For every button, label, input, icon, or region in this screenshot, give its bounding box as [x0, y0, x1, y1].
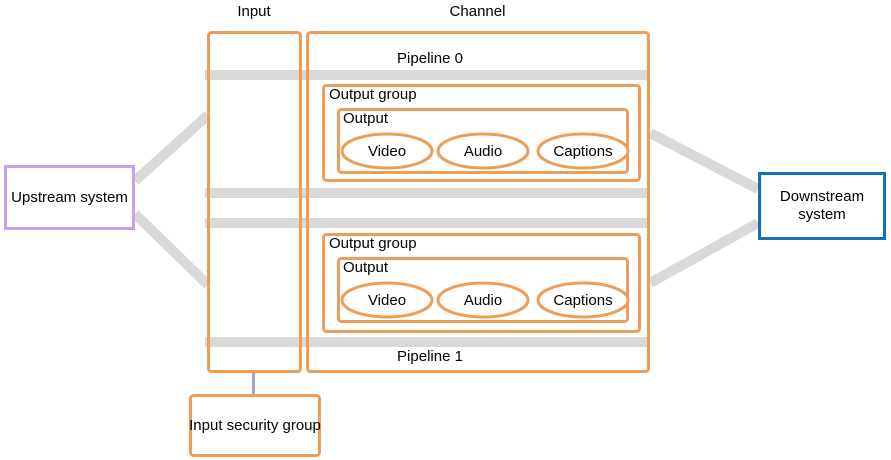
captions-0-label: Captions: [553, 143, 613, 160]
upstream-system-box: [4, 165, 135, 230]
audio-node-0: [436, 132, 530, 170]
channel-box: [306, 31, 650, 373]
upstream-system-label: Upstream system: [11, 188, 128, 206]
captions-node-1: [536, 281, 630, 319]
flow-line-upstream-to-input-bottom: [131, 210, 212, 289]
channel-label: Channel: [449, 3, 506, 20]
output-group-1-box: [322, 233, 641, 333]
video-1-label: Video: [367, 292, 407, 309]
video-0-label: Video: [367, 143, 407, 160]
input-security-group-box: [189, 394, 321, 457]
captions-node-0: [536, 132, 630, 170]
pipeline-0-label: Pipeline 0: [397, 50, 463, 67]
output-0-box: [337, 108, 629, 174]
video-node-1: [340, 281, 434, 319]
input-security-group-label: Input security group: [189, 416, 321, 434]
input-label: Input: [237, 3, 271, 20]
flow-line-upstream-to-input-top: [131, 111, 212, 185]
input-box: [207, 31, 302, 373]
flow-line-outputgroup1-to-downstream: [647, 218, 761, 288]
video-node-0: [340, 132, 434, 170]
downstream-system-box: [758, 172, 886, 240]
output-0-label: Output: [343, 110, 389, 127]
output-group-0-label: Output group: [329, 86, 417, 103]
audio-node-1: [436, 281, 530, 319]
output-group-1-label: Output group: [329, 235, 417, 252]
flow-line-outputgroup0-to-downstream: [647, 128, 761, 194]
pipeline-1-label: Pipeline 1: [397, 348, 463, 365]
output-1-label: Output: [343, 259, 389, 276]
captions-1-label: Captions: [553, 292, 613, 309]
audio-0-label: Audio: [463, 143, 503, 160]
output-group-0-box: [322, 84, 641, 182]
downstream-system-label: Downstream system: [779, 188, 865, 223]
audio-1-label: Audio: [463, 292, 503, 309]
output-1-box: [337, 257, 629, 323]
